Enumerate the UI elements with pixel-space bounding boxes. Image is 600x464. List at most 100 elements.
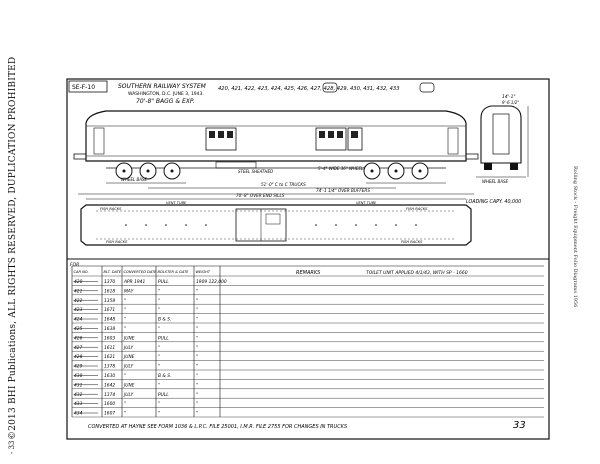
table-cell: " xyxy=(196,298,198,304)
table-column-header: WEIGHT xyxy=(196,270,211,274)
table-cell: " xyxy=(196,345,198,351)
table-cell: " xyxy=(196,373,198,379)
circled-number xyxy=(419,82,435,93)
table-cell: " xyxy=(158,354,160,360)
table-cell: PULL xyxy=(158,279,169,285)
table-cell: " xyxy=(196,354,198,360)
table-cell: 1648 xyxy=(104,317,115,323)
car-end-elevation xyxy=(476,105,529,178)
car-numbers-line: 420, 421, 422, 423, 424, 425, 426, 427, … xyxy=(218,86,400,92)
remarks-note: TOILET UNIT APPLIED 4/1/43, WITH SP - 16… xyxy=(366,270,468,276)
table-cell: 1607 xyxy=(104,411,115,417)
truck-centers-label: 51'-0" C to C TRUCKS xyxy=(261,182,306,187)
table-cell: 421 xyxy=(74,288,83,294)
table-cell: " xyxy=(158,382,160,388)
wheel-base-left-label: WHEEL BASE xyxy=(121,177,148,182)
page-number: 33 xyxy=(513,420,526,431)
table-cell: 429 xyxy=(74,364,83,370)
table-cell: " xyxy=(196,288,198,294)
table-cell: JUNE xyxy=(123,382,135,388)
car-type: 70'-8" BAGG & EXP. xyxy=(136,98,195,105)
table-cell: 1638 xyxy=(104,326,115,332)
table-cell: " xyxy=(158,298,160,304)
steel-sheathed-label: STEEL SHEATHED xyxy=(238,169,273,174)
table-cell: B & S. xyxy=(158,373,171,379)
table-cell: " xyxy=(196,335,198,341)
vent-tube-left: VENT TUBE xyxy=(166,201,187,205)
over-buffers-label: 74'-1 1/4" OVER BUFFERS xyxy=(316,188,370,193)
table-cell: PULL xyxy=(158,392,169,398)
table-cell: 1621 xyxy=(104,354,115,360)
table-cell: " xyxy=(196,326,198,332)
table-cell: 428 xyxy=(74,354,83,360)
table-cell: " xyxy=(158,326,160,332)
diagram-sheet: SE-F-10 SOUTHERN RAILWAY SYSTEM WASHINGT… xyxy=(66,78,550,440)
table-cell: " xyxy=(196,392,198,398)
width-label: 9'-6 1/2" xyxy=(502,100,519,105)
table-cell: " xyxy=(124,298,126,304)
side-tag: Rolling Stock - Freight Equipment Folio … xyxy=(572,166,578,308)
table-cell: " xyxy=(158,345,160,351)
table-cell: 1378 xyxy=(104,364,115,370)
copyright-page-number: - 33 - xyxy=(8,435,16,454)
table-cell: " xyxy=(124,401,126,407)
wheel-base-label: WHEEL BASE xyxy=(482,179,509,184)
table-cell: " xyxy=(124,307,126,313)
table-cell: 1630 xyxy=(104,373,115,379)
diagram-drawing: SE-F-10 SOUTHERN RAILWAY SYSTEM WASHINGT… xyxy=(66,78,550,440)
table-cell: 1611 xyxy=(104,345,115,351)
table-cell: JUNE xyxy=(123,335,135,341)
table-cell: 426 xyxy=(74,335,83,341)
table-cell: " xyxy=(124,326,126,332)
fish-racks-bottom-left: FISH RACKS xyxy=(106,240,128,244)
car-plan-view xyxy=(80,204,472,246)
table-cell: 1600 xyxy=(104,401,115,407)
table-cell: 424 xyxy=(74,317,83,323)
table-header-tag: FOR xyxy=(70,262,79,268)
table-cell: 1642 xyxy=(104,382,115,388)
table-cell: " xyxy=(158,288,160,294)
table-cell: 430 xyxy=(74,373,83,379)
circled-number xyxy=(322,82,338,93)
table-cell: APR 1941 xyxy=(123,279,145,285)
table-cell: MAY xyxy=(124,288,134,294)
table-cell: " xyxy=(158,401,160,407)
fish-racks-left: FISH RACKS xyxy=(100,207,122,211)
over-end-sills-label: 70'-8" OVER END SILLS xyxy=(236,193,285,198)
table-cell: 434 xyxy=(74,411,83,417)
table-cell: 422 xyxy=(74,298,83,304)
table-cell: " xyxy=(196,411,198,417)
table-cell: 431 xyxy=(74,382,83,388)
footer-note: CONVERTED AT HAYNE SEE FORM 1036 & L.P.C… xyxy=(88,424,348,430)
table-cell: 420 xyxy=(74,279,83,285)
table-cell: 427 xyxy=(74,345,83,351)
copyright-notice: ©2013 BHI Publications, ALL RIGHTS RESER… xyxy=(8,56,18,440)
table-cell: " xyxy=(124,317,126,323)
height-label: 14'-1" xyxy=(502,94,516,100)
table-cell: " xyxy=(196,317,198,323)
dimension-lines xyxy=(78,182,474,200)
table-cell: 1603 xyxy=(104,335,115,341)
vent-tube-right: VENT TUBE xyxy=(356,201,377,205)
table-cell: 432 xyxy=(74,392,83,398)
table-cell: " xyxy=(196,307,198,313)
sheet-number: SE-F-10 xyxy=(72,84,95,91)
fish-racks-bottom-right: FISH RACKS xyxy=(401,240,423,244)
table-cell: " xyxy=(158,307,160,313)
table-cell: 1671 xyxy=(104,307,115,313)
table-cell: 1370 xyxy=(104,279,115,285)
table-cell: 1358 xyxy=(104,298,115,304)
table-cell: " xyxy=(196,401,198,407)
table-cell: " xyxy=(124,373,126,379)
table-cell: 1374 xyxy=(104,392,115,398)
sheet-number-box xyxy=(68,80,108,93)
car-side-elevation: STEEL SHEATHED 5'-4" WIDE 36" WHEELS xyxy=(73,110,479,180)
table-cell: " xyxy=(158,411,160,417)
table-cell: 423 xyxy=(74,307,83,313)
table-cell: PULL xyxy=(158,335,169,341)
remarks-header: REMARKS xyxy=(296,270,321,276)
table-cell: 425 xyxy=(74,326,83,332)
table-cell: " xyxy=(196,364,198,370)
table-column-header: CAR NO. xyxy=(74,270,89,274)
table-column-header: BOLSTER & GATE xyxy=(158,270,190,274)
